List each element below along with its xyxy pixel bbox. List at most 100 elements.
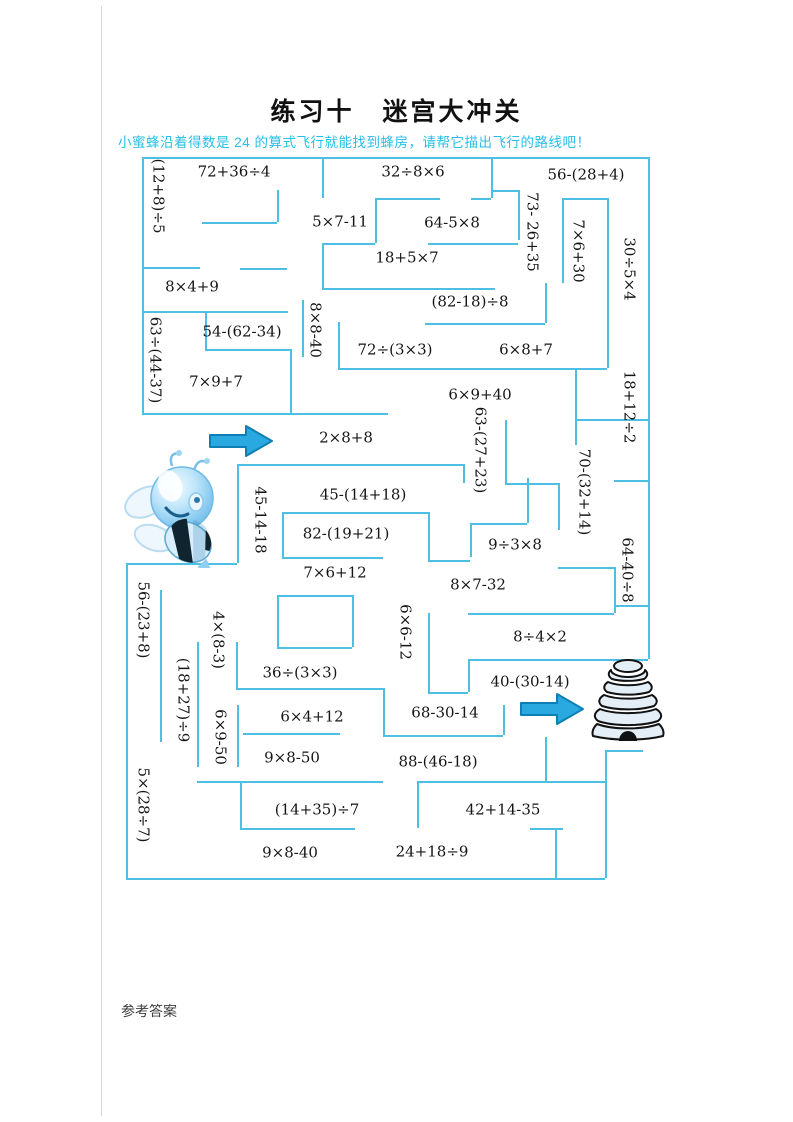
maze-wall bbox=[237, 464, 239, 563]
maze-wall bbox=[126, 878, 605, 880]
beehive-icon bbox=[586, 656, 670, 746]
maze-wall bbox=[562, 198, 607, 200]
maze-expression: 7×6+30 bbox=[569, 219, 588, 283]
maze-expression: 6×6-12 bbox=[396, 604, 415, 660]
maze-wall bbox=[428, 613, 430, 692]
maze-expression: 18+12÷2 bbox=[620, 370, 639, 444]
maze-expression: 6×9+40 bbox=[448, 385, 512, 404]
maze-expression: 9÷3×8 bbox=[488, 535, 542, 554]
maze-expression: 8×8-40 bbox=[306, 302, 325, 358]
maze-expression: (18+27)÷9 bbox=[174, 657, 193, 743]
page-title: 练习十 迷宫大冲关 bbox=[270, 98, 523, 126]
maze-wall bbox=[491, 190, 518, 192]
maze-wall bbox=[126, 563, 237, 565]
maze-wall bbox=[562, 198, 564, 283]
maze-expression: 42+14-35 bbox=[465, 800, 541, 819]
maze-wall bbox=[530, 828, 563, 830]
maze-wall bbox=[425, 323, 545, 325]
maze-wall bbox=[282, 512, 428, 514]
maze-wall bbox=[491, 157, 493, 198]
maze-wall bbox=[471, 198, 491, 200]
maze-wall bbox=[240, 781, 242, 828]
maze-wall bbox=[527, 478, 529, 523]
bee-icon bbox=[120, 450, 236, 574]
maze-wall bbox=[322, 288, 495, 290]
maze-wall bbox=[545, 737, 547, 781]
maze-wall bbox=[468, 660, 470, 692]
maze-expression: 54-(62-34) bbox=[202, 322, 282, 341]
maze-wall bbox=[205, 311, 207, 349]
maze-wall bbox=[243, 733, 340, 735]
maze-expression: 36÷(3×3) bbox=[262, 663, 338, 682]
maze-expression: 18+5×7 bbox=[375, 248, 439, 267]
maze-wall bbox=[470, 523, 472, 557]
maze-expression: 72÷(3×3) bbox=[357, 340, 433, 359]
maze-wall bbox=[555, 828, 557, 878]
maze-wall bbox=[282, 512, 284, 557]
maze-wall bbox=[277, 595, 352, 597]
maze-wall bbox=[575, 419, 648, 421]
maze-expression: 7×9+7 bbox=[189, 372, 243, 391]
maze-wall bbox=[240, 828, 355, 830]
maze-wall bbox=[236, 688, 383, 690]
maze-wall bbox=[142, 267, 200, 269]
maze-expression: 88-(46-18) bbox=[398, 752, 478, 771]
maze-expression: 45-14-18 bbox=[251, 486, 270, 554]
maze-expression: 68-30-14 bbox=[411, 703, 479, 722]
maze-wall bbox=[197, 781, 383, 783]
maze-wall bbox=[545, 283, 547, 323]
maze-wall bbox=[558, 567, 614, 569]
maze-expression: 82-(19+21) bbox=[302, 524, 390, 543]
maze-expression: 5×(28÷7) bbox=[134, 767, 153, 843]
maze-expression: 70-(32+14) bbox=[575, 448, 594, 536]
maze-wall bbox=[575, 368, 577, 445]
maze-expression: 8÷4×2 bbox=[513, 627, 567, 646]
maze-expression: 64-40÷8 bbox=[618, 537, 637, 603]
maze-wall bbox=[338, 322, 340, 370]
maze-expression: 56-(23+8) bbox=[134, 581, 153, 659]
maze-wall bbox=[607, 198, 609, 368]
maze-wall bbox=[605, 750, 643, 752]
maze-wall bbox=[237, 464, 463, 466]
start-arrow-icon bbox=[208, 424, 276, 458]
instruction-text: 小蜜蜂沿着得数是 24 的算式飞行就能找到蜂房，请帮它描出飞行的路线吧！ bbox=[118, 135, 591, 150]
maze-expression: 6×8+7 bbox=[499, 340, 553, 359]
maze-wall bbox=[277, 647, 352, 649]
maze-wall bbox=[205, 349, 290, 351]
maze-wall bbox=[428, 243, 518, 245]
maze-wall bbox=[375, 198, 377, 243]
maze-expression: (82-18)÷8 bbox=[431, 292, 509, 311]
maze-wall bbox=[240, 268, 287, 270]
maze-expression: 24+18÷9 bbox=[395, 842, 469, 861]
maze-wall bbox=[202, 222, 277, 224]
maze-wall bbox=[302, 300, 304, 357]
maze-expression: 8×4+9 bbox=[165, 277, 219, 296]
maze-wall bbox=[417, 781, 605, 783]
maze-expression: 2×8+8 bbox=[319, 428, 373, 447]
maze-wall bbox=[383, 735, 503, 737]
answer-reference-label: 参考答案 bbox=[121, 1003, 177, 1019]
maze-wall bbox=[470, 523, 527, 525]
maze-wall bbox=[322, 243, 324, 288]
maze-expression: 32÷8×6 bbox=[381, 162, 445, 181]
maze-expression: (14+35)÷7 bbox=[274, 800, 360, 819]
maze-wall bbox=[126, 563, 128, 878]
maze-wall bbox=[614, 605, 648, 607]
page-margin-line bbox=[101, 6, 102, 1116]
maze-wall bbox=[142, 157, 648, 159]
maze-expression: 9×8-40 bbox=[262, 843, 318, 862]
maze-wall bbox=[142, 311, 288, 313]
maze-wall bbox=[428, 692, 468, 694]
maze-expression: 45-(14+18) bbox=[319, 485, 407, 504]
maze-wall bbox=[277, 190, 279, 222]
maze-wall bbox=[352, 595, 354, 647]
maze-expression: 63-(27+23) bbox=[471, 406, 490, 494]
maze-wall bbox=[282, 557, 383, 559]
maze-wall bbox=[142, 157, 144, 413]
finish-arrow-icon bbox=[519, 692, 587, 726]
maze-expression: 5×7-11 bbox=[312, 212, 368, 231]
maze-expression: 63÷(44-37) bbox=[146, 316, 165, 404]
maze-wall bbox=[277, 595, 279, 647]
maze-wall bbox=[237, 705, 239, 767]
